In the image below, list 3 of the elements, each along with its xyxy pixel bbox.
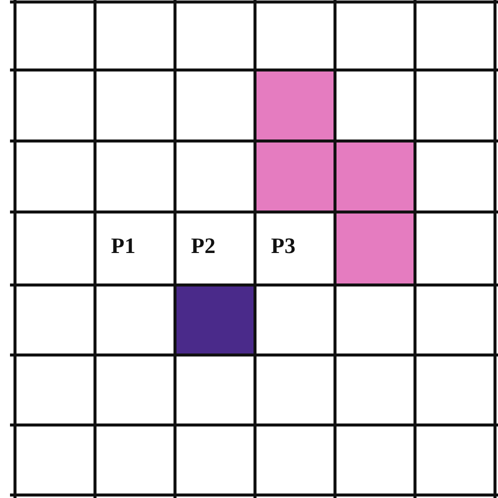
cell-label: P2 (191, 234, 216, 258)
cell-label: P1 (111, 234, 136, 258)
cell-label: P3 (271, 234, 296, 258)
